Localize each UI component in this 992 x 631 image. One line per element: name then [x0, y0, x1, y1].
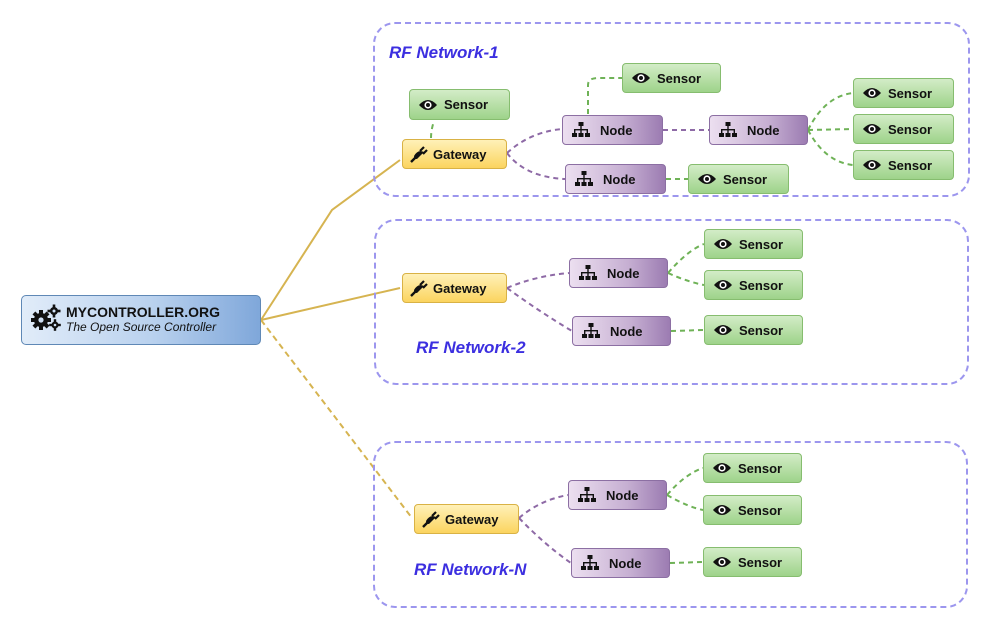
link-n2-gateway-node-b — [506, 287, 573, 332]
n1-gateway-sensor[interactable]: Sensor — [409, 89, 510, 120]
n1-gateway[interactable]: Gateway — [402, 139, 507, 169]
n1-sensor-b3[interactable]: Sensor — [853, 150, 954, 180]
sensor-label: Sensor — [738, 460, 783, 476]
plug-icon — [409, 279, 429, 297]
n2-gateway[interactable]: Gateway — [402, 273, 507, 303]
sitemap-icon — [719, 122, 737, 138]
node-label: Node — [600, 122, 633, 138]
sensor-label: Sensor — [739, 236, 784, 252]
sitemap-icon — [572, 122, 590, 138]
n2-sensor-b[interactable]: Sensor — [704, 315, 803, 345]
sensor-label: Sensor — [444, 97, 489, 112]
link-n1-node-b-sensor-1 — [807, 92, 854, 131]
controller-box[interactable]: MYCONTROLLER.ORG The Open Source Control… — [21, 295, 261, 345]
n1-sensor-top[interactable]: Sensor — [622, 63, 721, 93]
n2-sensor-a1[interactable]: Sensor — [704, 229, 803, 259]
n1-node-b[interactable]: Node — [709, 115, 808, 145]
n1-node-c[interactable]: Node — [565, 164, 666, 194]
n2-node-b[interactable]: Node — [572, 316, 671, 346]
n2-node-a[interactable]: Node — [569, 258, 668, 288]
controller-title: MYCONTROLLER.ORG — [66, 304, 220, 320]
sitemap-icon — [575, 171, 593, 187]
n1-sensor-b2[interactable]: Sensor — [853, 114, 954, 144]
sensor-label: Sensor — [888, 121, 933, 137]
link-n1-gateway-sensor — [430, 120, 435, 139]
controller-subtitle: The Open Source Controller — [66, 320, 217, 334]
eye-icon — [862, 122, 882, 136]
node-label: Node — [610, 323, 643, 339]
sensor-label: Sensor — [657, 70, 702, 86]
plug-icon — [421, 510, 441, 528]
eye-icon — [713, 323, 733, 337]
sensor-label: Sensor — [888, 85, 933, 101]
gears-icon — [30, 303, 62, 338]
eye-icon — [712, 555, 732, 569]
nn-node-a[interactable]: Node — [568, 480, 667, 510]
link-n1-node-b-sensor-2 — [807, 128, 854, 131]
sensor-label: Sensor — [739, 277, 784, 293]
gateway-label: Gateway — [445, 511, 499, 527]
node-label: Node — [607, 265, 640, 281]
eye-icon — [631, 71, 651, 85]
link-n2-node-b-sensor — [670, 329, 705, 332]
nn-sensor-b[interactable]: Sensor — [703, 547, 802, 577]
link-controller-gateway-n — [260, 319, 413, 519]
eye-icon — [862, 86, 882, 100]
n1-sensor-b1[interactable]: Sensor — [853, 78, 954, 108]
link-n1-node-a-sensor-top — [587, 77, 622, 114]
network-title-n: RF Network-N — [414, 560, 527, 579]
network-title-2: RF Network-2 — [416, 338, 526, 357]
link-controller-gateway-2 — [260, 287, 401, 321]
link-n1-gateway-node-a — [506, 128, 563, 154]
link-nn-node-a-sensor-1 — [666, 467, 704, 496]
eye-icon — [712, 461, 732, 475]
rf-network-1 — [373, 22, 970, 197]
sensor-label: Sensor — [888, 157, 933, 173]
sitemap-icon — [579, 265, 597, 281]
eye-icon — [418, 98, 438, 112]
node-label: Node — [747, 122, 780, 138]
node-label: Node — [609, 555, 642, 571]
sitemap-icon — [578, 487, 596, 503]
link-nn-node-a-sensor-2 — [666, 494, 704, 511]
network-title-1: RF Network-1 — [389, 43, 499, 62]
link-nn-gateway-node-a — [518, 494, 569, 519]
link-n2-gateway-node-a — [506, 272, 570, 289]
sensor-label: Sensor — [738, 502, 783, 518]
node-label: Node — [606, 487, 639, 503]
n2-sensor-a2[interactable]: Sensor — [704, 270, 803, 300]
n1-sensor-c[interactable]: Sensor — [688, 164, 789, 194]
nn-node-b[interactable]: Node — [571, 548, 670, 578]
link-n2-node-a-sensor-2 — [667, 272, 705, 286]
plug-icon — [409, 145, 429, 163]
sitemap-icon — [581, 555, 599, 571]
sitemap-icon — [582, 323, 600, 339]
link-nn-node-b-sensor — [669, 561, 704, 564]
link-n1-gateway-node-c — [506, 152, 566, 180]
link-n1-node-b-sensor-3 — [807, 129, 854, 166]
link-n2-node-a-sensor-1 — [667, 243, 705, 274]
sensor-label: Sensor — [738, 554, 783, 570]
sensor-label: Sensor — [723, 171, 768, 187]
gateway-label: Gateway — [433, 280, 487, 296]
eye-icon — [713, 237, 733, 251]
eye-icon — [697, 172, 717, 186]
rf-network-2 — [374, 219, 969, 385]
nn-sensor-a2[interactable]: Sensor — [703, 495, 802, 525]
nn-gateway[interactable]: Gateway — [414, 504, 519, 534]
rf-network-n — [373, 441, 968, 608]
gateway-label: Gateway — [433, 146, 487, 162]
eye-icon — [862, 158, 882, 172]
sensor-label: Sensor — [739, 322, 784, 338]
nn-sensor-a1[interactable]: Sensor — [703, 453, 802, 483]
n1-node-a[interactable]: Node — [562, 115, 663, 145]
node-label: Node — [603, 171, 636, 187]
eye-icon — [712, 503, 732, 517]
eye-icon — [713, 278, 733, 292]
